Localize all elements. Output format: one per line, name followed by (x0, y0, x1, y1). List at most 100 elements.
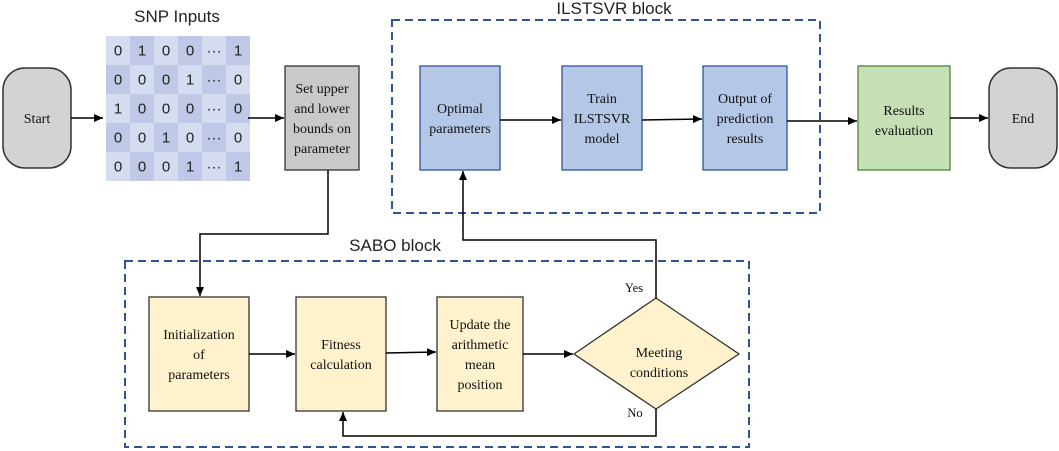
label-line: Optimal (437, 102, 483, 117)
label-line: evaluation (875, 124, 933, 139)
results-evaluation-box[interactable] (857, 65, 951, 171)
matrix-cell (178, 36, 202, 65)
set-bounds-label: Set upper and lower bounds on parameter (293, 82, 351, 157)
matrix-cell-value: 0 (186, 101, 194, 118)
matrix-cell (154, 123, 178, 152)
edge-yes-to-optimal (459, 171, 657, 298)
matrix-cell (178, 152, 202, 181)
matrix-cell-value: 1 (138, 43, 146, 60)
matrix-cell-value: 1 (186, 159, 194, 176)
matrix-cell (178, 123, 202, 152)
fitness-calculation-label: Fitness calculation (310, 338, 371, 373)
matrix-cell-value: 1 (114, 101, 122, 118)
fitness-calculation-box[interactable] (295, 296, 387, 412)
matrix-cell (130, 94, 154, 123)
matrix-cell-value: 0 (114, 43, 122, 60)
matrix-cell (154, 36, 178, 65)
label-line: calculation (310, 358, 371, 373)
label-line: parameters (168, 368, 229, 383)
label-line: mean (465, 358, 495, 373)
label-line: of (193, 348, 205, 363)
matrix-cell-value: 1 (162, 130, 170, 147)
matrix-cell (202, 123, 226, 152)
matrix-cell-value: 0 (138, 72, 146, 89)
edge-bounds-to-init (196, 170, 329, 296)
matrix-cell (130, 65, 154, 94)
matrix-cell-value: 0 (186, 43, 194, 60)
label-line: End (1012, 112, 1035, 127)
matrix-cell (106, 123, 130, 152)
matrix-cell (106, 152, 130, 181)
matrix-cell-value: 0 (138, 130, 146, 147)
matrix-cell-value: 0 (162, 43, 170, 60)
label-line: and lower (294, 102, 350, 117)
matrix-cell (130, 123, 154, 152)
edge-fitness-to-update (385, 348, 437, 357)
matrix-cell (202, 65, 226, 94)
matrix-cell-value: ··· (207, 101, 222, 118)
label-line: results (727, 132, 764, 147)
matrix-cell-value: ··· (207, 130, 222, 147)
start-label: Start (24, 112, 51, 127)
matrix-cell-value: 1 (234, 43, 242, 60)
initialization-label: Initialization of parameters (163, 328, 235, 383)
matrix-cell (202, 36, 226, 65)
matrix-cell-value: 0 (186, 130, 194, 147)
update-position-box[interactable] (436, 296, 524, 412)
matrix-cell (178, 94, 202, 123)
matrix-cell-value: 0 (138, 159, 146, 176)
label-line: Results (883, 104, 924, 119)
label-line: arithmetic (452, 338, 509, 353)
matrix-cell-value: 0 (162, 159, 170, 176)
label-line: parameter (294, 142, 350, 157)
matrix-cell-value: ··· (207, 43, 222, 60)
sabo-block-title: SABO block (349, 236, 441, 255)
label-line: Output of (718, 92, 772, 107)
label-line: parameters (429, 122, 490, 137)
train-ilstsvr-box[interactable] (561, 65, 643, 171)
matrix-cell-value: ··· (207, 72, 222, 89)
matrix-cell-value: 0 (114, 159, 122, 176)
label-line: Fitness (321, 338, 361, 353)
label-line: position (457, 378, 502, 393)
label-line: bounds on (293, 122, 351, 137)
meeting-conditions-diamond[interactable] (572, 297, 741, 410)
matrix-cell-value: 0 (138, 101, 146, 118)
label-line: Set upper (295, 82, 349, 97)
yes-label: Yes (625, 281, 643, 295)
output-prediction-box[interactable] (702, 65, 788, 171)
optimal-parameters-box[interactable] (419, 65, 501, 171)
matrix-cell (202, 152, 226, 181)
matrix-cell-value: 0 (114, 72, 122, 89)
label-line: Initialization (163, 328, 235, 343)
label-line: Start (24, 112, 51, 127)
matrix-cell (106, 65, 130, 94)
matrix-cell-value: 0 (234, 130, 242, 147)
edge-no-to-fitness (339, 409, 657, 437)
matrix-cell (178, 65, 202, 94)
matrix-cell (202, 94, 226, 123)
matrix-cell (154, 94, 178, 123)
set-bounds-box[interactable] (284, 65, 360, 171)
matrix-cell (106, 94, 130, 123)
label-line: model (585, 132, 620, 147)
optimal-parameters-label: Optimal parameters (429, 102, 490, 137)
matrix-cell (226, 65, 250, 94)
end-terminal[interactable] (988, 67, 1058, 169)
ilstsvr-block-title: ILSTSVR block (556, 0, 672, 18)
matrix-cell (130, 152, 154, 181)
matrix-cell (226, 152, 250, 181)
matrix-cell (226, 94, 250, 123)
snp-inputs-title: SNP Inputs (134, 7, 220, 26)
matrix-cell (154, 65, 178, 94)
edge-train-to-output (641, 115, 703, 124)
matrix-cell (226, 123, 250, 152)
matrix-cell (226, 36, 250, 65)
label-line: conditions (630, 366, 688, 381)
